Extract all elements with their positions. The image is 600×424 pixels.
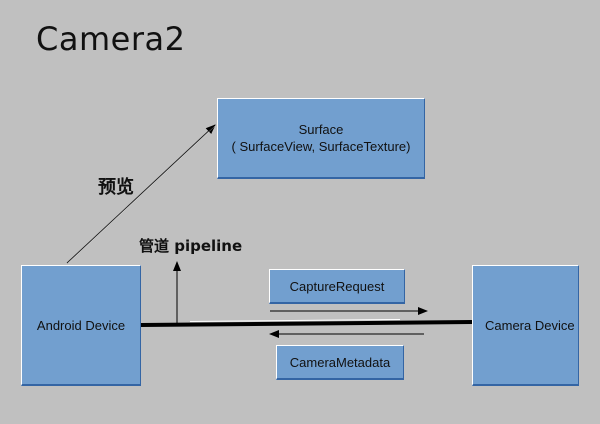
preview-arrow-highlight — [67, 125, 216, 264]
pipeline-line-highlight — [189, 319, 401, 322]
android-device-label: Android Device — [36, 317, 126, 333]
capture-request-label: CaptureRequest — [289, 278, 385, 294]
camera-device-label: Camera Device — [485, 317, 575, 333]
camera-device-box: Camera Device — [472, 265, 579, 386]
surface-title: Surface — [298, 122, 344, 137]
preview-arrow — [66, 124, 216, 264]
surface-subtitle: ( SurfaceView, SurfaceTexture) — [231, 139, 411, 154]
android-device-box: Android Device — [21, 265, 141, 386]
surface-box: Surface ( SurfaceView, SurfaceTexture) — [217, 98, 425, 179]
pipeline-label: 管道 pipeline — [139, 237, 243, 255]
camera-metadata-box: CameraMetadata — [276, 345, 404, 380]
preview-label: 预览 — [98, 177, 134, 198]
capture-request-box: CaptureRequest — [269, 269, 405, 304]
pipeline-line — [140, 320, 473, 327]
camera-metadata-label: CameraMetadata — [289, 354, 391, 370]
diagram-title: Camera2 — [36, 20, 186, 58]
